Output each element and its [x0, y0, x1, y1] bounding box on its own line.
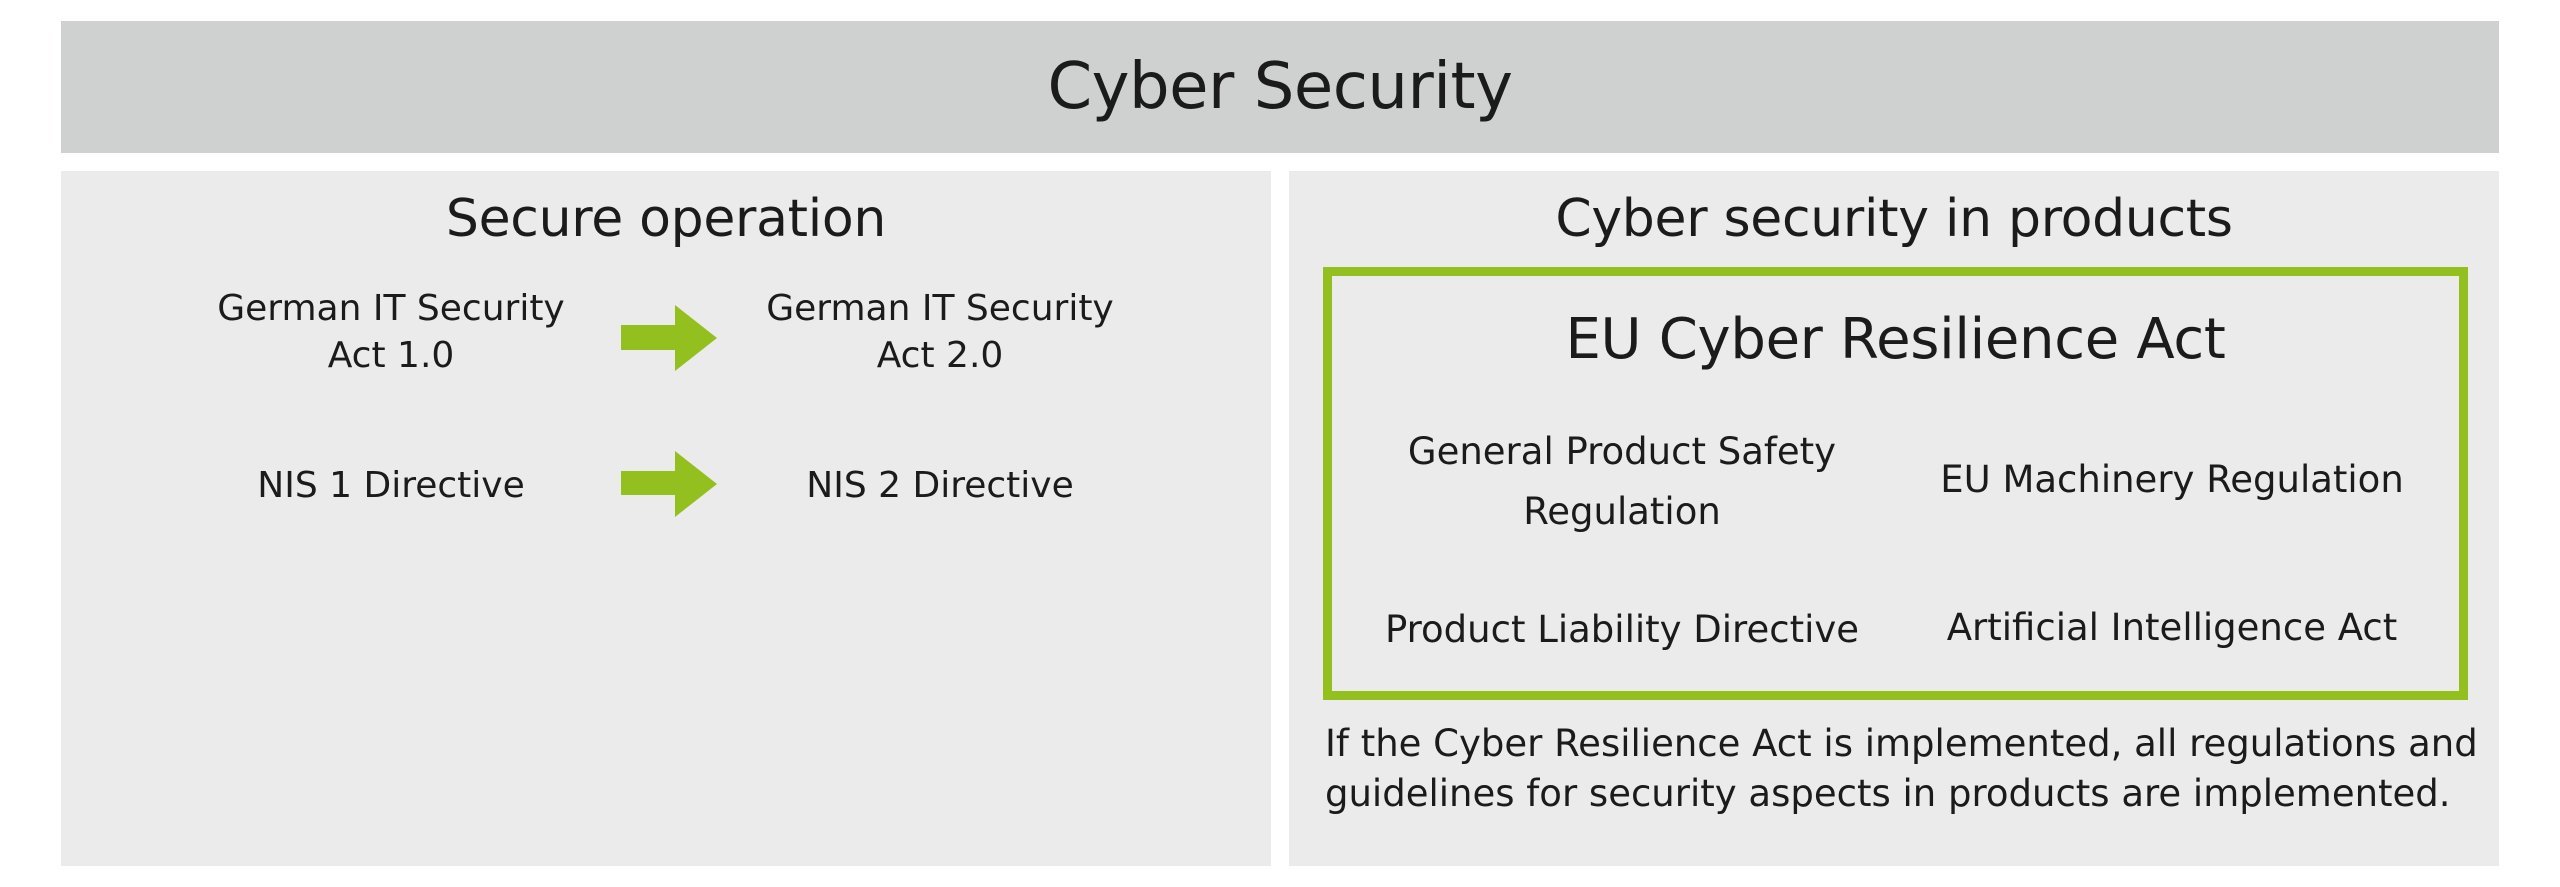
secure-operation-panel: Secure operation German IT Security Act … [61, 171, 1271, 866]
header-banner: Cyber Security [61, 21, 2499, 153]
german-it-security-act-2: German IT Security Act 2.0 [740, 285, 1140, 379]
item-line: Regulation [1523, 490, 1721, 533]
item-line: NIS 1 Directive [257, 465, 525, 506]
item-line: General Product Safety [1407, 430, 1837, 473]
eu-cyber-resilience-act-box: EU Cyber Resilience Act General Product … [1323, 267, 2468, 700]
note-line: guidelines for security aspects in produ… [1325, 772, 2451, 815]
arrow-right-icon [621, 305, 717, 371]
german-it-security-act-1: German IT Security Act 1.0 [191, 285, 591, 379]
note-line: If the Cyber Resilience Act is implement… [1325, 722, 2478, 765]
implementation-note: If the Cyber Resilience Act is implement… [1325, 719, 2495, 819]
item-line: Act 2.0 [876, 335, 1004, 376]
item-line: EU Machinery Regulation [1940, 458, 2404, 501]
cyber-security-products-panel: Cyber security in products EU Cyber Resi… [1289, 171, 2499, 866]
page-title: Cyber Security [1047, 50, 1513, 124]
artificial-intelligence-act: Artificial Intelligence Act [1902, 598, 2442, 658]
general-product-safety-regulation: General Product Safety Regulation [1352, 422, 1892, 542]
cyber-security-products-title: Cyber security in products [1555, 189, 2233, 249]
item-line: German IT Security [217, 288, 565, 329]
secure-operation-title: Secure operation [445, 189, 887, 249]
item-line: Act 1.0 [327, 335, 455, 376]
item-line: German IT Security [766, 288, 1114, 329]
item-line: Product Liability Directive [1384, 608, 1860, 651]
nis-2-directive: NIS 2 Directive [740, 462, 1140, 509]
item-line: Artificial Intelligence Act [1946, 606, 2398, 649]
product-liability-directive: Product Liability Directive [1352, 600, 1892, 660]
arrow-right-icon [621, 451, 717, 517]
eu-machinery-regulation: EU Machinery Regulation [1902, 450, 2442, 510]
eu-cyber-resilience-act-title: EU Cyber Resilience Act [1565, 307, 2226, 372]
nis-1-directive: NIS 1 Directive [191, 462, 591, 509]
item-line: NIS 2 Directive [806, 465, 1074, 506]
